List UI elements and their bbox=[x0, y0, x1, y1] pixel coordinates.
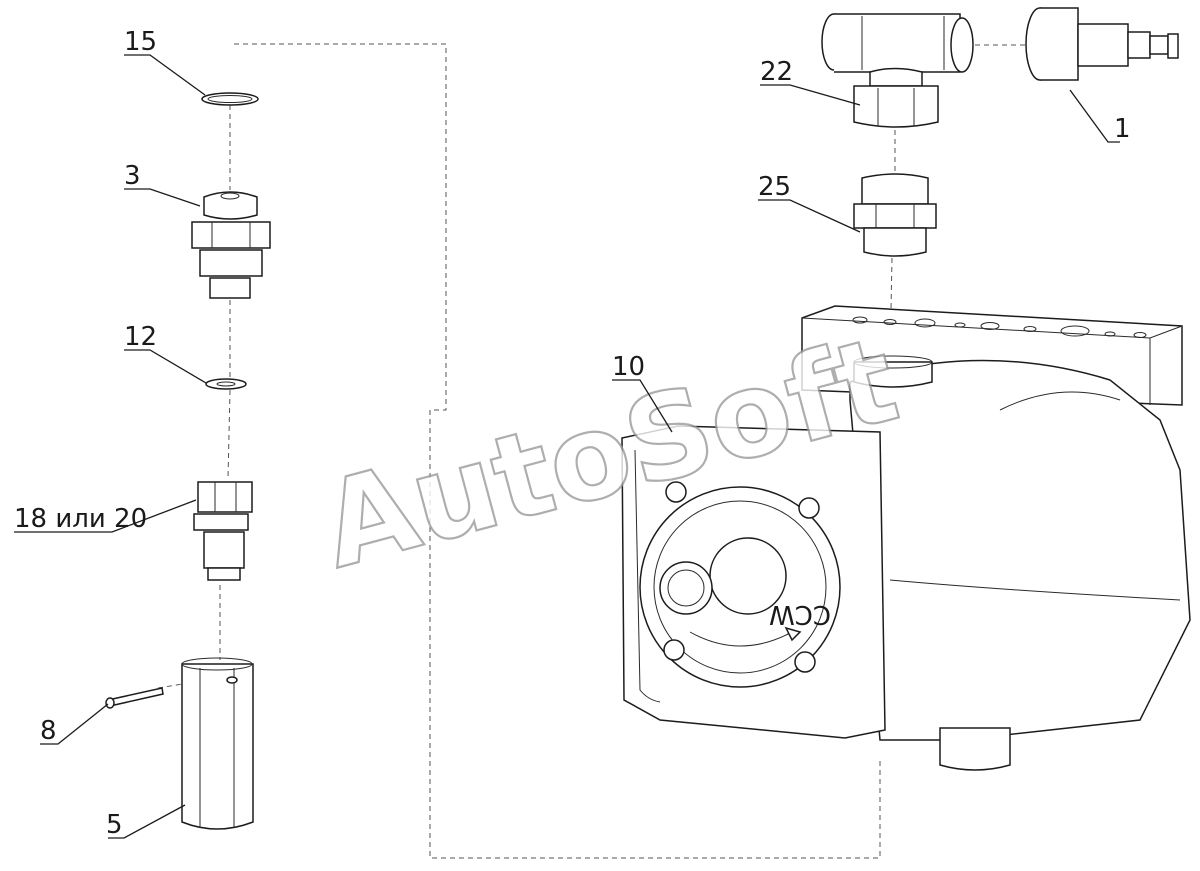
callout-labels: 15 3 12 18 или 20 8 5 22 1 25 10 bbox=[14, 27, 1131, 840]
part-10-hydraulic-pump: CCW bbox=[621, 305, 1191, 771]
callout-8: 8 bbox=[40, 716, 57, 746]
part-12-washer bbox=[205, 378, 247, 390]
callout-1: 1 bbox=[1114, 114, 1131, 144]
part-1-pressure-element bbox=[1025, 7, 1179, 81]
part-22-tee bbox=[821, 13, 974, 128]
pump-rotation-marking: CCW bbox=[769, 599, 831, 629]
part-3-fitting bbox=[191, 191, 271, 299]
callout-25: 25 bbox=[758, 172, 791, 202]
part-25-adapter bbox=[853, 173, 937, 257]
callout-22: 22 bbox=[760, 57, 793, 87]
callout-leaders bbox=[14, 54, 1120, 839]
part-15-o-ring bbox=[201, 92, 259, 106]
callout-15: 15 bbox=[124, 27, 157, 57]
part-18-20-fitting bbox=[193, 481, 253, 581]
part-8-pin bbox=[105, 687, 164, 709]
callout-5: 5 bbox=[106, 810, 123, 840]
callout-10: 10 bbox=[612, 352, 645, 382]
part-5-sleeve bbox=[181, 657, 254, 830]
callout-3: 3 bbox=[124, 161, 141, 191]
callout-12: 12 bbox=[124, 322, 157, 352]
callout-18-or-20: 18 или 20 bbox=[14, 504, 147, 534]
manifold-ports bbox=[852, 316, 1147, 338]
